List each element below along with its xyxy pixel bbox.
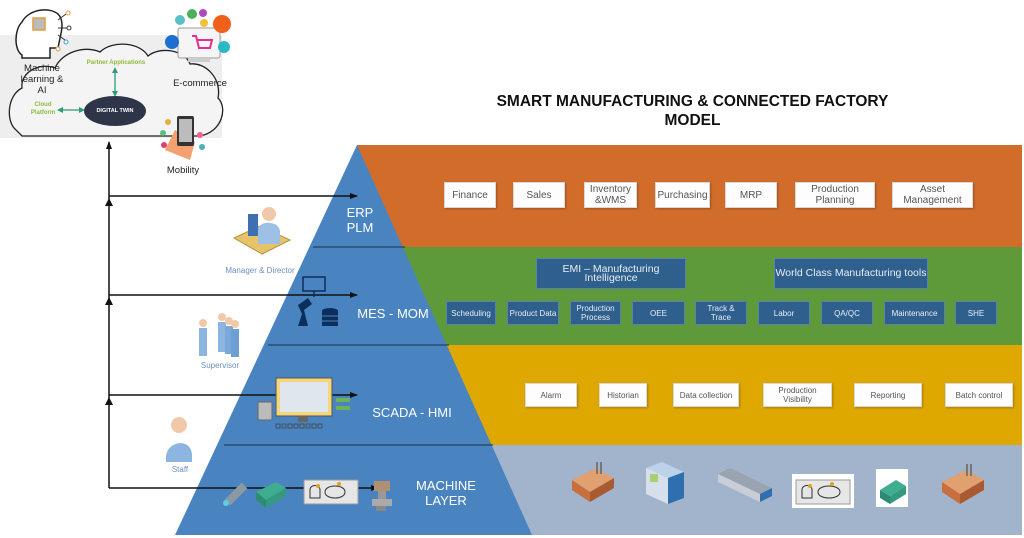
- box-label-line: Alarm: [540, 390, 562, 400]
- manager-director-label: Manager & Director: [225, 266, 295, 275]
- box-label-line: Historian: [607, 390, 639, 400]
- box-label-line: Data collection: [679, 390, 733, 400]
- ml-label-line2: learning &: [20, 74, 64, 85]
- box-label-line: Purchasing: [657, 189, 708, 201]
- machine-label-line2: LAYER: [425, 493, 467, 508]
- scada-item-historian[interactable]: Historian: [599, 383, 647, 407]
- mes-item-product-data[interactable]: Product Data: [507, 301, 559, 325]
- box-label-line: QA/QC: [834, 308, 860, 318]
- box-label-line: Scheduling: [451, 308, 491, 318]
- digital-twin-node: DIGITAL TWIN: [84, 96, 146, 126]
- control-cabinet-icon: [646, 462, 684, 504]
- mes-emi-manufacturing-intelligence[interactable]: EMI – Manufacturing Intelligence: [536, 258, 686, 289]
- mes-item-qa-qc[interactable]: QA/QC: [821, 301, 873, 325]
- box-label-line: Sales: [526, 189, 552, 201]
- ml-label-line1: Machine: [24, 63, 60, 74]
- box-label-line: OEE: [650, 308, 667, 318]
- mes-item-scheduling[interactable]: Scheduling: [446, 301, 496, 325]
- cloud-outline: [8, 43, 224, 137]
- box-label-line: MRP: [739, 189, 763, 201]
- scada-item-data-collection[interactable]: Data collection: [673, 383, 739, 407]
- erp-item-finance[interactable]: Finance: [444, 182, 496, 208]
- conveyor-line-icon: [792, 474, 854, 508]
- scada-monitor-icon: [257, 377, 350, 429]
- erp-item-inventory-wms[interactable]: Inventory&WMS: [584, 182, 637, 208]
- factory-icon: [942, 464, 984, 504]
- scada-hmi-label: SCADA - HMI: [372, 405, 452, 420]
- cloud-platform-label: Cloud Platform: [26, 101, 60, 117]
- manager-desk-icon: [232, 207, 292, 255]
- proximity-sensor-icon: [223, 482, 248, 506]
- conveyor-line-icon: [303, 479, 359, 505]
- scada-item-reporting[interactable]: Reporting: [854, 383, 922, 407]
- factory-icon: [572, 462, 614, 502]
- mes-item-she[interactable]: SHE: [955, 301, 997, 325]
- box-label-line: Finance: [452, 189, 488, 201]
- box-label-line: SHE: [967, 308, 985, 318]
- box-label-line: Asset: [919, 184, 945, 195]
- network-switch-icon: [718, 468, 772, 502]
- box-label-line: Visibility: [783, 395, 812, 404]
- mes-item-track-trace[interactable]: Track &Trace: [695, 301, 747, 325]
- staff-label: Staff: [171, 465, 189, 474]
- box-label-line: Process: [581, 313, 610, 322]
- box-label-line: Management: [903, 195, 962, 206]
- cloud-platform-line1: Cloud: [34, 102, 52, 108]
- mes-item-oee[interactable]: OEE: [632, 301, 685, 325]
- box-label-line: Production: [811, 184, 859, 195]
- robot-database-icon: [298, 276, 338, 326]
- ecommerce-label: E-commerce: [173, 78, 227, 89]
- box-label-line: Reporting: [870, 390, 906, 400]
- cloud-platform-line2: Platform: [30, 110, 56, 116]
- mobility-label: Mobility: [166, 165, 200, 176]
- erp-plm-label: ERP PLM: [330, 205, 390, 235]
- erp-item-sales[interactable]: Sales: [513, 182, 565, 208]
- mes-item-labor[interactable]: Labor: [758, 301, 810, 325]
- erp-item-purchasing[interactable]: Purchasing: [655, 182, 710, 208]
- box-label-line: Production: [778, 386, 817, 395]
- box-label-line: Track &: [707, 304, 735, 313]
- pyramid: [175, 145, 532, 535]
- mobile-phone-icon: [160, 116, 205, 160]
- sensor-block-icon: [256, 482, 286, 508]
- erp-item-mrp[interactable]: MRP: [725, 182, 777, 208]
- box-label-line: Labor: [773, 308, 795, 318]
- box-label-line: Batch control: [955, 390, 1003, 400]
- mes-item-maintenance[interactable]: Maintenance: [884, 301, 945, 325]
- box-label-line: Trace: [710, 313, 732, 322]
- mes-mom-label: MES - MOM: [357, 306, 429, 321]
- title-line2: MODEL: [664, 112, 721, 129]
- box-label-line: Product Data: [509, 308, 557, 318]
- valve-icon: [372, 481, 392, 511]
- title-line1: SMART MANUFACTURING & CONNECTED FACTORY: [496, 93, 889, 110]
- brain-chip-icon: [15, 9, 72, 59]
- scada-item-batch-control[interactable]: Batch control: [945, 383, 1013, 407]
- supervisor-group-icon: [199, 313, 239, 357]
- box-label-line: Inventory: [589, 184, 632, 195]
- machine-layer-label: MACHINE LAYER: [408, 478, 484, 508]
- plm-label: PLM: [346, 220, 374, 235]
- staff-person-icon: [165, 417, 193, 462]
- erp-label: ERP: [346, 205, 374, 220]
- machine-label-line1: MACHINE: [416, 478, 476, 493]
- ml-label-line3: AI: [37, 85, 47, 96]
- ecommerce-cart-icon: [165, 9, 231, 62]
- mes-world-class-manufacturing-tools[interactable]: World Class Manufacturing tools: [774, 258, 928, 289]
- box-label-line: Maintenance: [891, 308, 938, 318]
- supervisor-label: Supervisor: [200, 361, 240, 370]
- ml-ai-label: Machine learning & AI: [14, 63, 70, 96]
- box-label-line: Production: [576, 304, 615, 313]
- box-label-line: Planning: [815, 195, 855, 206]
- page-title: SMART MANUFACTURING & CONNECTED FACTORY …: [440, 92, 945, 130]
- box-label-line: &WMS: [594, 195, 627, 206]
- partner-applications-label: Partner Applications: [86, 60, 146, 66]
- scada-item-alarm[interactable]: Alarm: [525, 383, 577, 407]
- sensor-block-icon: [876, 469, 908, 507]
